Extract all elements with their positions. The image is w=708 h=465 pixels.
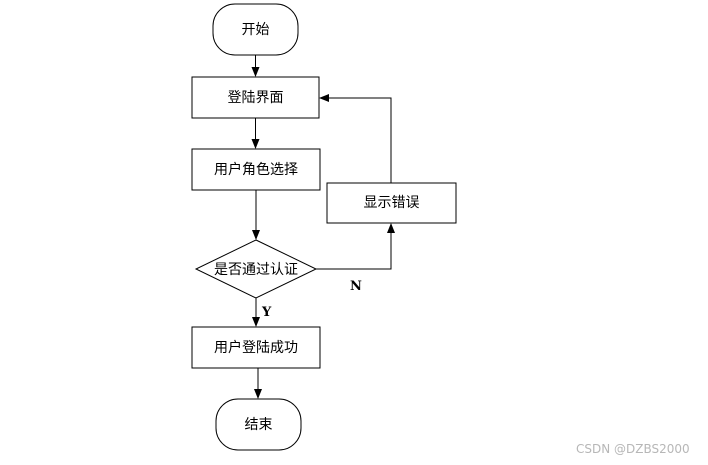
watermark-text: CSDN @DZBS2000 bbox=[576, 442, 690, 456]
auth-check-label: 是否通过认证 bbox=[214, 262, 298, 278]
start-node: 开始 bbox=[212, 3, 299, 56]
login-success-node: 用户登陆成功 bbox=[191, 326, 321, 369]
end-label: 结束 bbox=[245, 417, 273, 433]
login-success-label: 用户登陆成功 bbox=[214, 339, 298, 356]
end-node: 结束 bbox=[215, 398, 302, 451]
role-select-node: 用户角色选择 bbox=[191, 148, 321, 191]
show-error-label: 显示错误 bbox=[364, 195, 420, 211]
role-select-label: 用户角色选择 bbox=[214, 161, 298, 178]
login-screen-label: 登陆界面 bbox=[228, 90, 284, 106]
arrow-decision-to-error bbox=[316, 223, 395, 270]
arrow-error-to-login bbox=[319, 94, 392, 183]
start-label: 开始 bbox=[242, 22, 270, 38]
login-screen-node: 登陆界面 bbox=[191, 76, 320, 119]
show-error-node: 显示错误 bbox=[326, 182, 457, 224]
no-branch-label: N bbox=[350, 279, 362, 294]
auth-check-node: 是否通过认证 bbox=[194, 239, 318, 299]
yes-branch-label: Y bbox=[261, 305, 272, 320]
